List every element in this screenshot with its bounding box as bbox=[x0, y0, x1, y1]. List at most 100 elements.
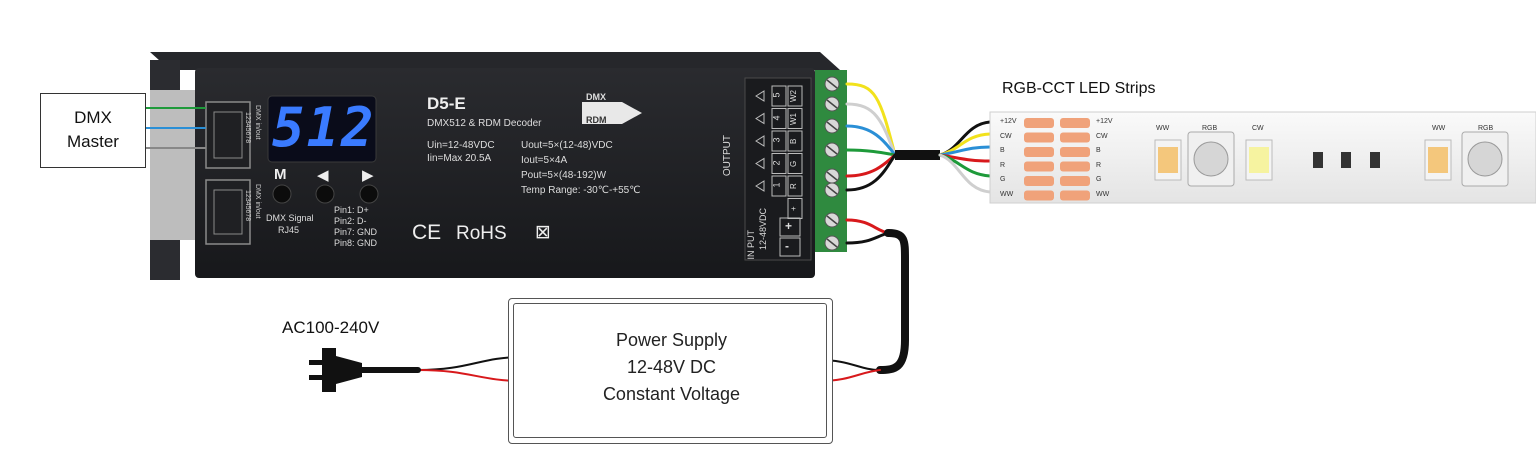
left-button-label: ◀ bbox=[317, 167, 329, 184]
decoder-subtitle: DMX512 & RDM Decoder bbox=[427, 118, 542, 129]
spec-uout: Uout=5×(12-48)VDC bbox=[521, 140, 613, 151]
chip-ww-2 bbox=[1424, 139, 1452, 181]
out-wire-yellow bbox=[845, 82, 897, 157]
output-number-label: 3 bbox=[771, 137, 782, 143]
out-wire-green bbox=[845, 148, 897, 157]
dmx-logo-top: DMX bbox=[586, 92, 606, 102]
output-channel-boxes bbox=[755, 85, 803, 257]
solder-pad bbox=[1060, 190, 1090, 201]
strip-wire-blue bbox=[938, 145, 992, 157]
output-channel-box bbox=[787, 175, 803, 197]
output-number-label: 5 bbox=[771, 92, 782, 98]
terminal-screw bbox=[824, 212, 840, 228]
solder-pad bbox=[1060, 118, 1090, 128]
led-strip bbox=[989, 111, 1536, 204]
input-label: IN PUT bbox=[746, 230, 756, 260]
led-strip-title: RGB-CCT LED Strips bbox=[1002, 80, 1156, 97]
output-number-box bbox=[771, 130, 787, 152]
led-display bbox=[267, 95, 377, 163]
pad-label-left: R bbox=[1000, 161, 1006, 169]
rj45-lower-label: DMX in/out bbox=[254, 184, 261, 219]
dmx-master-line1: DMX bbox=[74, 108, 112, 127]
wire-bundle-sleeve bbox=[895, 150, 940, 160]
chip-label: CW bbox=[1252, 125, 1264, 132]
rj45-upper-pins: 12345678 bbox=[244, 112, 251, 144]
dc-cable bbox=[876, 229, 909, 374]
chip-rgb-2 bbox=[1461, 131, 1509, 187]
chip-label: WW bbox=[1156, 125, 1170, 132]
pad-label-right: WW bbox=[1096, 190, 1110, 198]
rj45-lower-pins: 12345678 bbox=[244, 190, 251, 222]
menu-button[interactable] bbox=[272, 184, 292, 204]
pad-label-right: R bbox=[1096, 161, 1102, 169]
terminal-screw bbox=[824, 118, 840, 134]
left-button[interactable] bbox=[315, 184, 335, 204]
decoder-model: D5-E bbox=[427, 94, 466, 113]
pin-2: Pin2: D- bbox=[334, 216, 367, 226]
pad-label-right: +12V bbox=[1096, 118, 1113, 125]
psu-line1: Power Supply bbox=[615, 330, 728, 350]
spec-uin: Uin=12-48VDC bbox=[427, 140, 495, 151]
ac-plug-icon bbox=[309, 348, 362, 392]
decoder-unit bbox=[150, 52, 847, 280]
solder-pad bbox=[1024, 176, 1054, 186]
output-channel-label: + bbox=[789, 206, 798, 211]
solder-pad bbox=[1024, 190, 1054, 201]
chip-rgb-1 bbox=[1187, 131, 1235, 187]
pin-7: Pin7: GND bbox=[334, 227, 378, 237]
input-wire-red bbox=[845, 218, 890, 235]
output-channel-label: G bbox=[789, 160, 798, 167]
pad-label-left: G bbox=[1000, 176, 1006, 183]
decoder-metal-side bbox=[150, 90, 200, 240]
strip-wire-white bbox=[938, 153, 992, 194]
output-number-label: 4 bbox=[771, 114, 782, 121]
output-led-icon bbox=[755, 180, 765, 192]
dmx-signal-label: DMX Signal bbox=[266, 213, 314, 223]
output-led-icon bbox=[755, 112, 765, 125]
terminal-screws bbox=[824, 76, 840, 251]
input-terminal-label: + bbox=[785, 219, 793, 233]
rj45-port-upper bbox=[205, 101, 251, 169]
pin-1: Pin1: D+ bbox=[334, 205, 369, 215]
terminal-screw bbox=[824, 168, 840, 184]
output-number-label: 2 bbox=[771, 159, 782, 166]
solder-pad bbox=[1060, 147, 1090, 157]
solder-pad bbox=[1024, 118, 1054, 128]
psu-line2: 12-48V DC bbox=[626, 357, 717, 377]
power-supply-box: Power Supply 12-48V DC Constant Voltage bbox=[508, 298, 833, 444]
dmx-master-box: DMX Master bbox=[40, 93, 146, 168]
rj45-upper-label: DMX in/out bbox=[254, 105, 261, 140]
output-number-label: 1 bbox=[771, 182, 782, 188]
terminal-screw bbox=[824, 142, 840, 158]
spec-temp: Temp Range: -30℃-+55℃ bbox=[521, 185, 641, 196]
solder-pad bbox=[1060, 132, 1090, 143]
output-channel-label: W1 bbox=[789, 112, 798, 125]
solder-pad bbox=[1024, 132, 1054, 143]
input-voltage-label: 12-48VDC bbox=[758, 208, 768, 251]
spec-iin: Iin=Max 20.5A bbox=[427, 153, 492, 164]
wires bbox=[145, 82, 992, 382]
chip-ww-1 bbox=[1154, 139, 1182, 181]
output-led-icon bbox=[755, 157, 765, 170]
output-number-box bbox=[771, 175, 787, 197]
output-channel-box bbox=[787, 85, 803, 107]
output-number-box bbox=[771, 108, 787, 129]
rdm-logo-bottom: RDM bbox=[586, 115, 607, 125]
output-channel-box bbox=[787, 153, 803, 174]
resistors bbox=[1313, 152, 1380, 168]
out-wire-white bbox=[845, 102, 897, 157]
chip-cw-1 bbox=[1245, 139, 1273, 181]
solder-pad bbox=[1060, 161, 1090, 172]
dmx-master-line2: Master bbox=[67, 132, 119, 151]
solder-pad bbox=[1024, 147, 1054, 157]
chip-label: RGB bbox=[1202, 125, 1218, 132]
pad-label-right: G bbox=[1096, 176, 1102, 183]
spec-pout: Pout=5×(48-192)W bbox=[521, 170, 607, 181]
out-wire-black bbox=[845, 153, 897, 192]
right-button[interactable] bbox=[359, 184, 379, 204]
weee-icon: ⊠ bbox=[535, 222, 551, 243]
ce-mark: CE bbox=[412, 221, 442, 244]
terminal-screw bbox=[824, 96, 840, 112]
input-terminal-label: - bbox=[785, 239, 789, 253]
